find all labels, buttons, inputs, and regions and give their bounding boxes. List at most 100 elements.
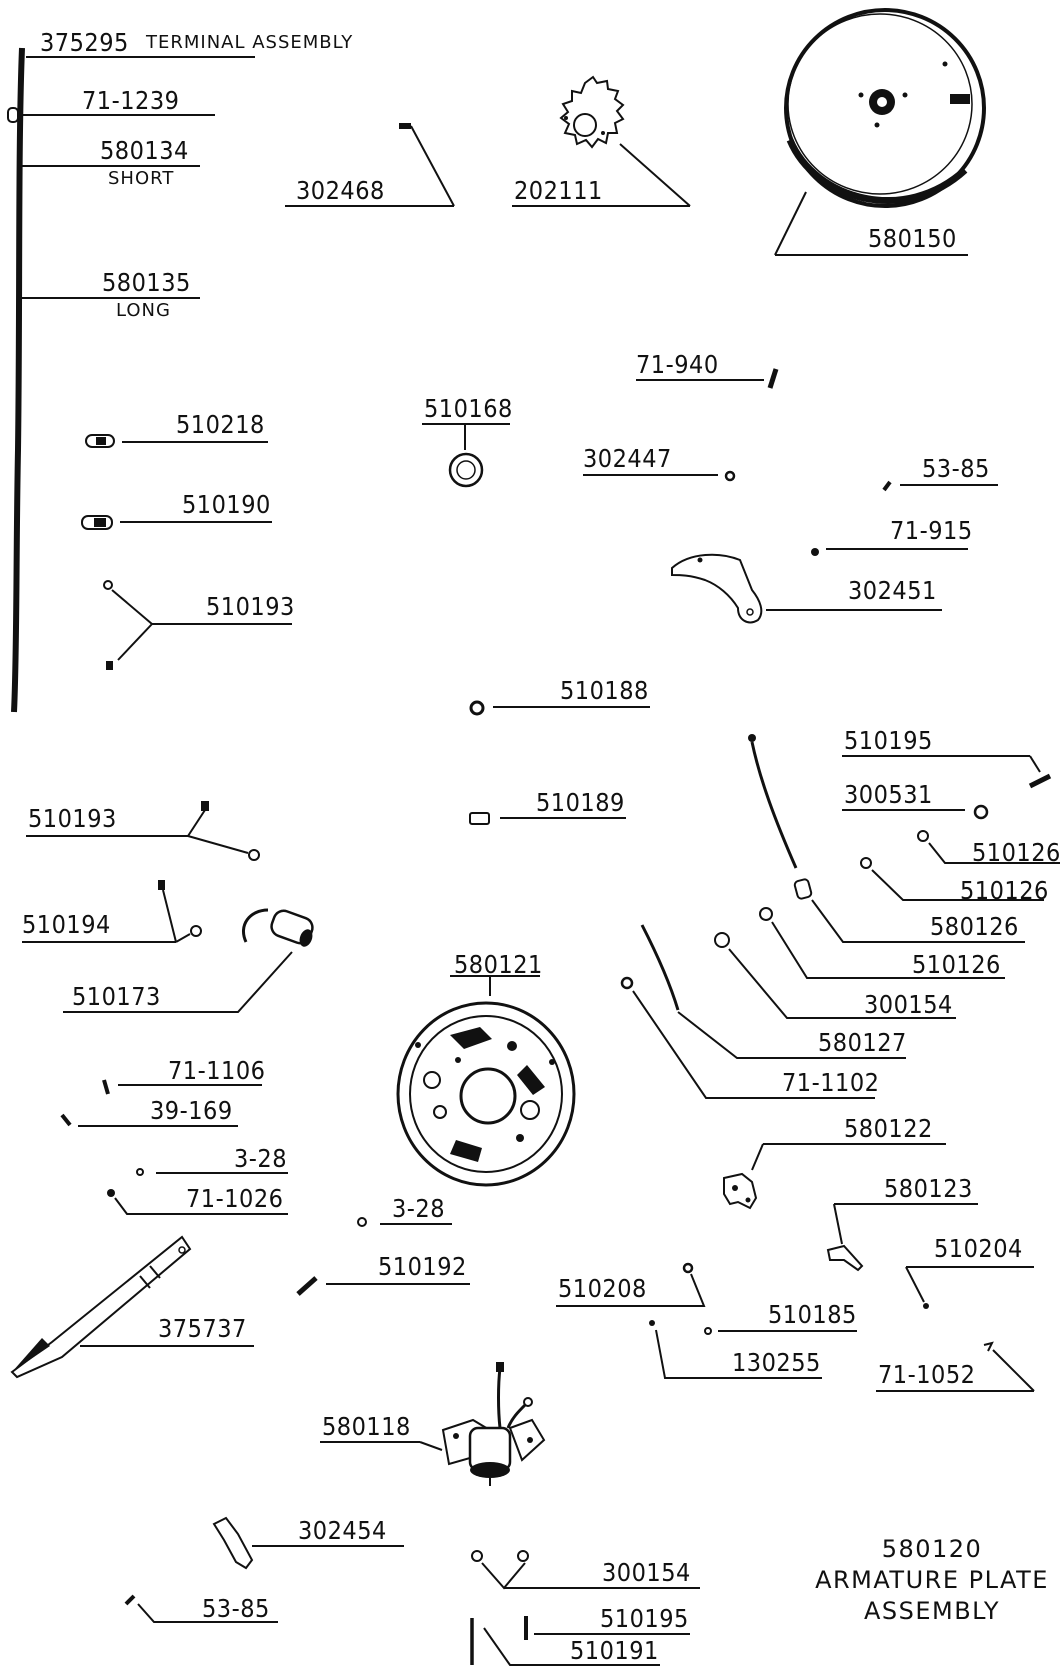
part-label-510173: 510173 — [72, 982, 161, 1011]
part-label-510194: 510194 — [22, 910, 111, 939]
part-label-302447: 302447 — [583, 444, 672, 473]
coil-580118-shape — [320, 1362, 546, 1486]
block-510189-shape — [469, 812, 626, 825]
part-label-71-1052: 71-1052 — [878, 1360, 976, 1389]
lead-510193-top-shape — [103, 580, 292, 670]
part-label-510126-c: 510126 — [912, 950, 1001, 979]
pin-71-940-shape — [636, 368, 779, 389]
terminal-assembly-number: 375295 — [40, 28, 129, 57]
washer-3-28-a-shape — [136, 1168, 288, 1176]
part-label-580127: 580127 — [818, 1028, 907, 1057]
screw-510195-top-shape — [842, 755, 1052, 789]
ring-510168-shape — [422, 423, 510, 488]
part-label-510188: 510188 — [560, 676, 649, 705]
washer-510185-shape — [704, 1327, 857, 1335]
part-label-71-1102: 71-1102 — [782, 1068, 880, 1097]
washer-510208-shape — [556, 1262, 706, 1307]
part-label-71-1026: 71-1026 — [186, 1184, 284, 1213]
washer-3-28-b-shape — [357, 1217, 452, 1227]
part-label-580121: 580121 — [454, 950, 543, 979]
part-label-71-915: 71-915 — [890, 516, 973, 545]
lead-510194-shape — [22, 880, 202, 943]
part-label-53-85-bottom: 53-85 — [202, 1594, 270, 1623]
washers-300154-b-shape — [471, 1550, 700, 1590]
part-label-375737: 375737 — [158, 1314, 247, 1343]
clip-510190-shape — [81, 515, 272, 530]
screw-510204-shape — [905, 1266, 1034, 1309]
part-label-130255: 130255 — [732, 1348, 821, 1377]
part-label-300531: 300531 — [844, 780, 933, 809]
part-label-510195-bottom: 510195 — [600, 1604, 689, 1633]
screw-510195-bottom-shape — [524, 1616, 690, 1640]
cam-580122-shape — [723, 1143, 946, 1210]
washer-510126-b-shape — [860, 857, 1044, 901]
part-label-300154-a: 300154 — [864, 990, 953, 1019]
part-label-510204: 510204 — [934, 1234, 1023, 1263]
bracket-302454-shape — [212, 1516, 404, 1570]
condenser-510173-shape — [63, 908, 314, 1013]
terminal-assembly-wire — [7, 47, 255, 713]
bolt-510191-shape — [470, 1618, 660, 1666]
lead-580127-shape — [640, 924, 906, 1059]
clip-510218-shape — [85, 434, 268, 448]
lead-510193-mid-shape — [26, 801, 260, 861]
cam-580123-shape — [826, 1203, 978, 1272]
screw-53-85-top-shape — [882, 480, 998, 492]
part-label-510168: 510168 — [424, 394, 513, 423]
part-label-580135: 580135 — [102, 268, 191, 297]
screw-510192-shape — [296, 1276, 470, 1296]
washer-510126-c-shape — [759, 907, 1005, 979]
washer-510126-a-shape — [917, 830, 1060, 864]
part-label-510191: 510191 — [570, 1636, 659, 1665]
part-label-3-28-a: 3-28 — [234, 1144, 288, 1173]
lead-note-long: LONG — [116, 300, 171, 321]
lever-302451-shape — [671, 553, 942, 624]
diagram-title-line1: ARMATURE PLATE — [815, 1566, 1049, 1595]
small-part-302447-shape — [583, 470, 736, 482]
part-label-510126-b: 510126 — [960, 876, 1049, 905]
part-label-71-1106: 71-1106 — [168, 1056, 266, 1085]
armature-plate-580121-shape — [396, 975, 576, 1187]
lead-note-short: SHORT — [108, 168, 175, 189]
part-label-3-28-b: 3-28 — [392, 1194, 446, 1223]
terminal-assembly-name: TERMINAL ASSEMBLY — [146, 32, 354, 53]
grommet-510188-shape — [469, 700, 650, 716]
part-label-53-85-top: 53-85 — [922, 454, 990, 483]
part-label-510185: 510185 — [768, 1300, 857, 1329]
part-label-510189: 510189 — [536, 788, 625, 817]
part-label-580150: 580150 — [868, 224, 957, 253]
tool-375737-shape — [10, 1235, 254, 1379]
part-label-510218: 510218 — [176, 410, 265, 439]
screw-53-85-bottom-shape — [124, 1594, 278, 1623]
part-label-510192: 510192 — [378, 1252, 467, 1281]
screw-71-1106-shape — [102, 1079, 262, 1095]
part-label-580122: 580122 — [844, 1114, 933, 1143]
washer-300154-a-shape — [714, 932, 956, 1019]
clip-71-1052-shape — [876, 1341, 1035, 1392]
part-label-580134: 580134 — [100, 136, 189, 165]
screw-130255-shape — [649, 1320, 822, 1379]
screw-39-169-shape — [60, 1113, 238, 1127]
part-label-71-1239: 71-1239 — [82, 86, 180, 115]
diagram-title-line2: ASSEMBLY — [863, 1597, 1001, 1626]
screw-302468-shape — [285, 123, 455, 207]
part-label-510190: 510190 — [182, 490, 271, 519]
nut-71-1026-shape — [107, 1189, 288, 1215]
part-label-510195-top: 510195 — [844, 726, 933, 755]
part-label-302451: 302451 — [848, 576, 937, 605]
diagram-title-number: 580120 — [881, 1535, 983, 1563]
washer-71-1102-shape — [620, 976, 875, 1099]
part-label-202111: 202111 — [514, 176, 603, 205]
part-label-510193-top: 510193 — [206, 592, 295, 621]
part-label-510193-mid: 510193 — [28, 804, 117, 833]
washer-300531-shape — [842, 804, 989, 820]
part-label-580126: 580126 — [930, 912, 1019, 941]
part-label-580123: 580123 — [884, 1174, 973, 1203]
part-label-302454: 302454 — [298, 1516, 387, 1545]
part-label-510208: 510208 — [558, 1274, 647, 1303]
part-label-300154-b: 300154 — [602, 1558, 691, 1587]
gear-202111-shape — [512, 75, 691, 207]
part-label-39-169: 39-169 — [150, 1096, 233, 1125]
